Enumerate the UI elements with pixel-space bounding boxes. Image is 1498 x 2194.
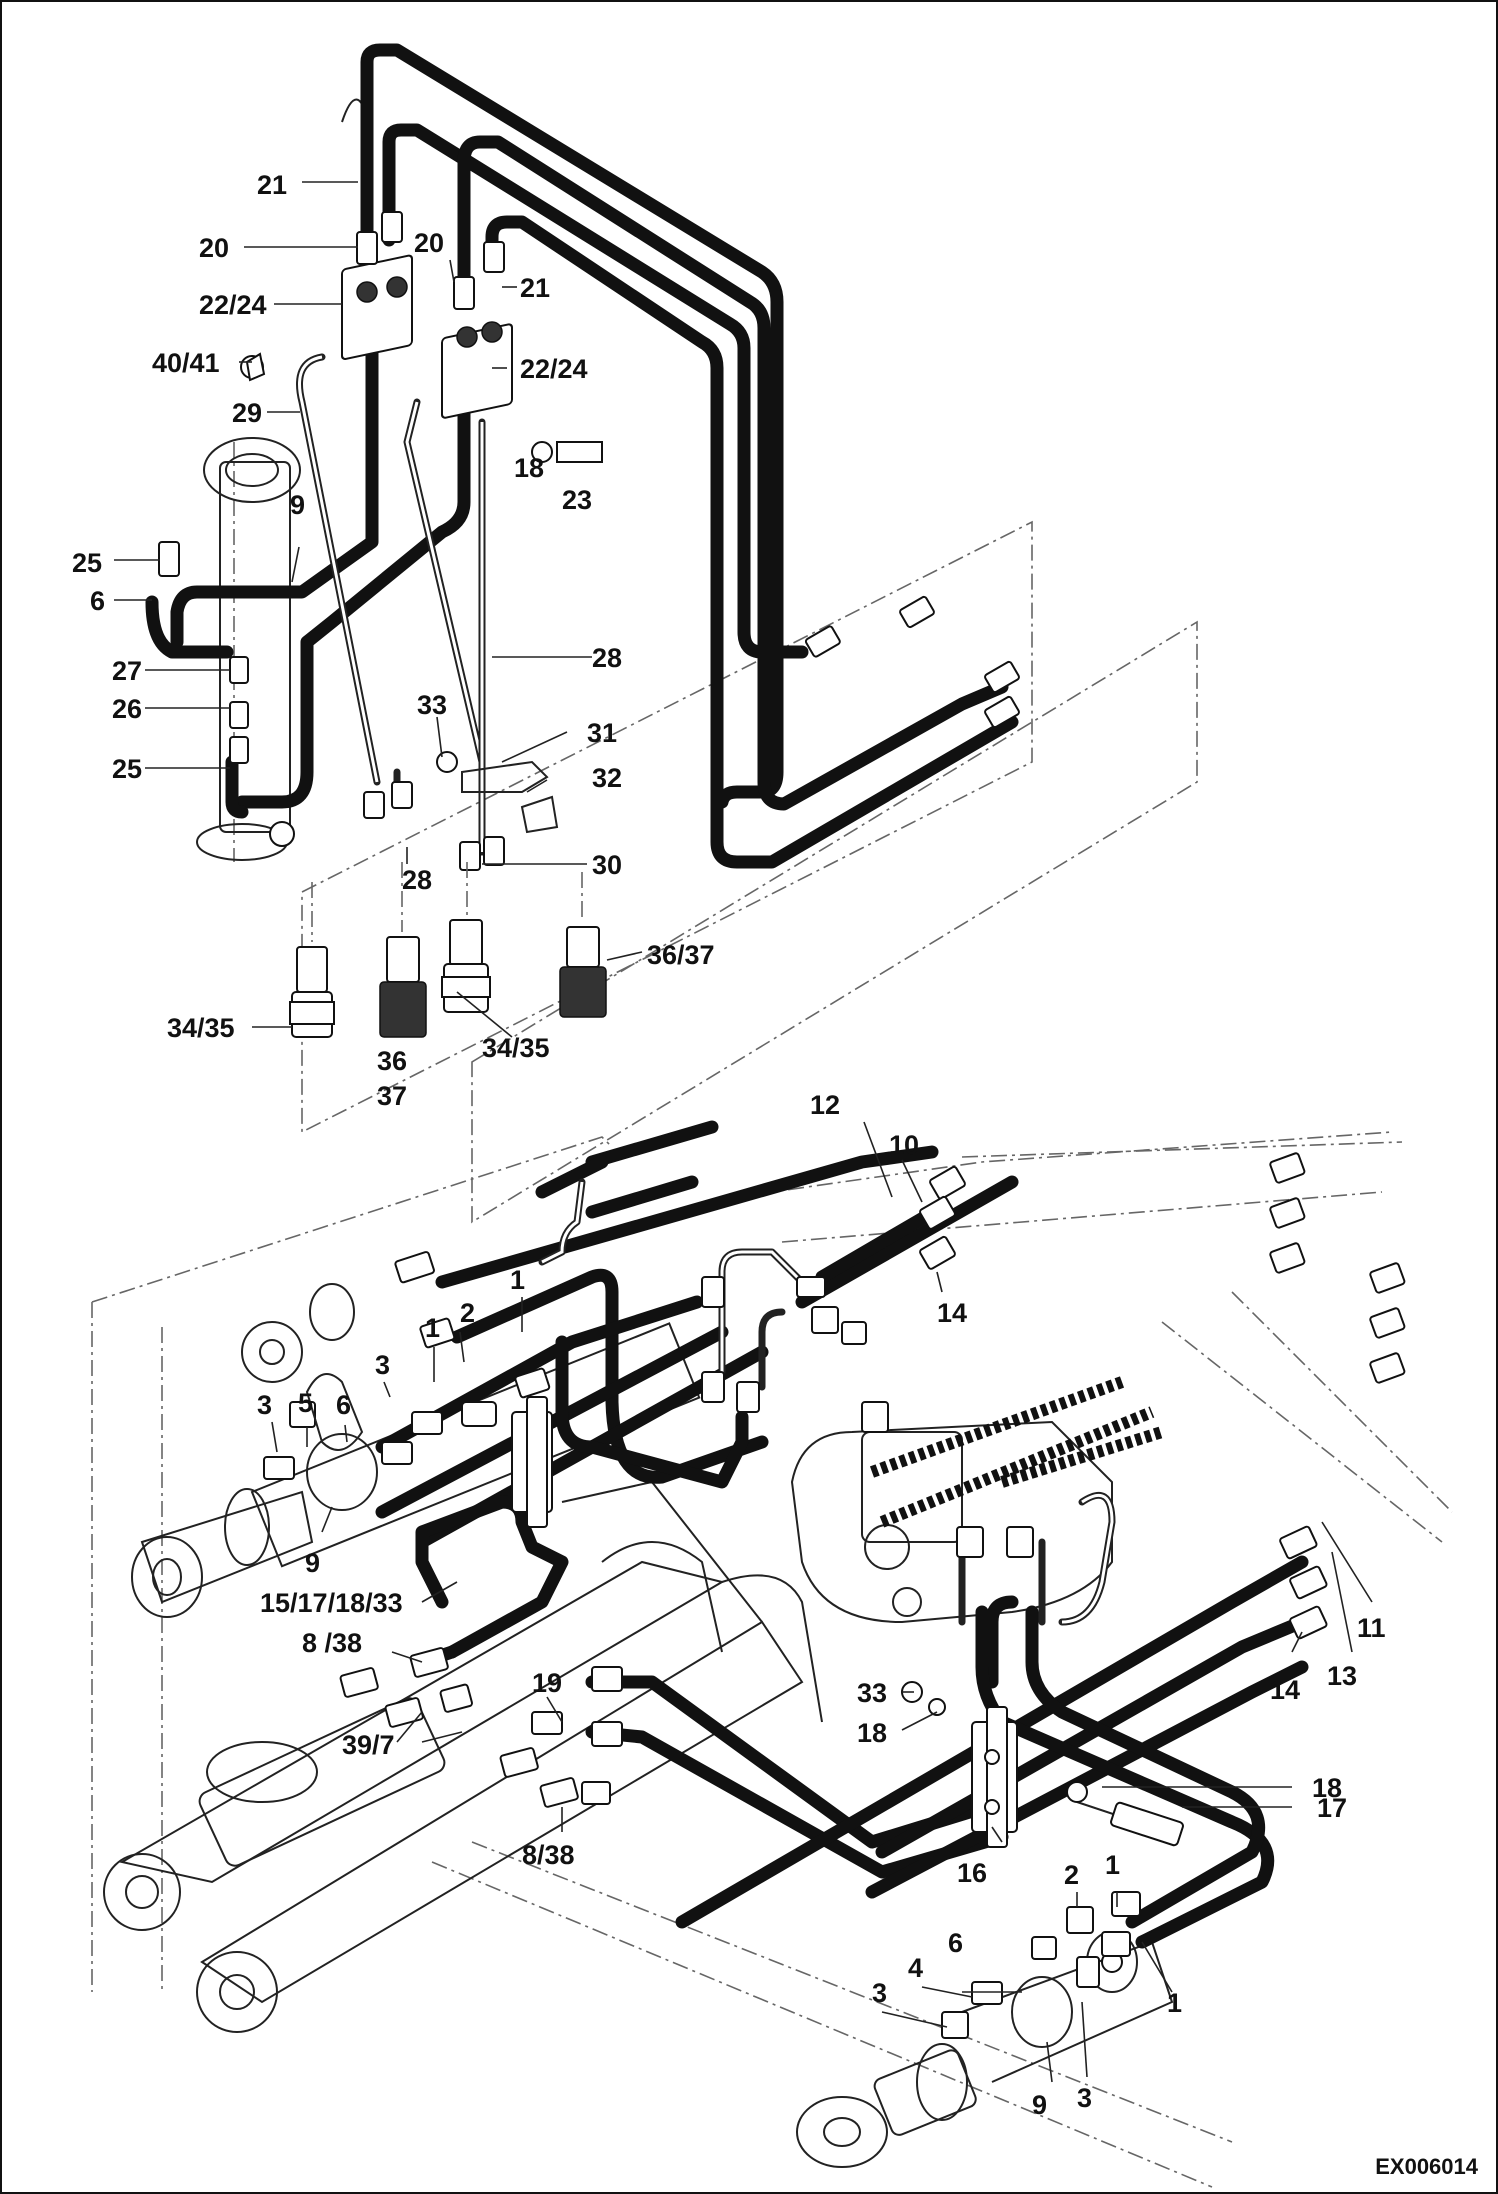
callout: 3 bbox=[1077, 2083, 1092, 2113]
phantom-outline bbox=[471, 620, 1198, 1224]
callout: 18 bbox=[514, 453, 544, 483]
callout: 28 bbox=[402, 865, 432, 895]
callout: 33 bbox=[857, 1678, 887, 1708]
callout: 13 bbox=[1327, 1661, 1357, 1691]
callout: 29 bbox=[232, 398, 262, 428]
callout: 40/41 bbox=[152, 348, 220, 378]
callout: 23 bbox=[562, 485, 592, 515]
phantom-outline bbox=[301, 520, 1033, 1134]
callout: 21 bbox=[520, 273, 550, 303]
main-hoses bbox=[145, 43, 1019, 869]
braided-hoses bbox=[869, 1376, 1164, 1528]
callout: 9 bbox=[1032, 2090, 1047, 2120]
callout: 25 bbox=[112, 754, 142, 784]
leader-lines bbox=[114, 181, 1373, 2083]
callout: 14 bbox=[937, 1298, 967, 1328]
callout: 34/35 bbox=[167, 1013, 235, 1043]
callout: 27 bbox=[112, 656, 142, 686]
callout: 2 bbox=[1064, 1860, 1079, 1890]
right-cylinder bbox=[796, 1931, 1174, 2168]
callout: 33 bbox=[417, 690, 447, 720]
callout: 15/17/18/33 bbox=[260, 1588, 403, 1618]
callout: 26 bbox=[112, 694, 142, 724]
callout: 18 bbox=[857, 1718, 887, 1748]
callout: 18 bbox=[1312, 1773, 1342, 1803]
callout: 22/24 bbox=[199, 290, 267, 320]
bottom-hoses bbox=[375, 1120, 1309, 1949]
callout: 19 bbox=[532, 1668, 562, 1698]
callout: 28 bbox=[592, 643, 622, 673]
callout: 30 bbox=[592, 850, 622, 880]
callout: 36 bbox=[377, 1046, 407, 1076]
callout: 4 bbox=[908, 1953, 923, 1983]
callout: 6 bbox=[948, 1928, 963, 1958]
callouts-bottom: 12 10 14 1 2 1 3 5 6 3 9 15/17/18/33 8 /… bbox=[257, 1090, 1386, 2120]
valve-blocks bbox=[341, 254, 513, 419]
callout: 1 bbox=[1167, 1988, 1182, 2018]
callout: 3 bbox=[375, 1350, 390, 1380]
top-assembly bbox=[145, 43, 1198, 1224]
callout: 16 bbox=[957, 1858, 987, 1888]
boom-arms bbox=[103, 1480, 823, 2033]
callouts-top: 21 20 22/24 40/41 29 9 25 6 27 26 25 20 … bbox=[72, 170, 715, 1111]
callout: 6 bbox=[336, 1390, 351, 1420]
callout: 22/24 bbox=[520, 354, 588, 384]
callout: 37 bbox=[377, 1081, 407, 1111]
callout: 3 bbox=[872, 1978, 887, 2008]
callout: 2 bbox=[460, 1298, 475, 1328]
callout: 36/37 bbox=[647, 940, 715, 970]
callout: 9 bbox=[305, 1548, 320, 1578]
bottom-assembly bbox=[91, 1120, 1453, 2188]
bottom-fittings bbox=[263, 1152, 1406, 2048]
callout: 21 bbox=[257, 170, 287, 200]
callout: 17 bbox=[1317, 1793, 1347, 1823]
callout: 1 bbox=[510, 1265, 525, 1295]
callout: 25 bbox=[72, 548, 102, 578]
callout: 20 bbox=[199, 233, 229, 263]
callout: 32 bbox=[592, 763, 622, 793]
callout: 20 bbox=[414, 228, 444, 258]
boom-cylinder bbox=[196, 98, 368, 861]
callout: 34/35 bbox=[482, 1033, 550, 1063]
callout: 8 /38 bbox=[302, 1628, 362, 1658]
hose-fittings bbox=[158, 211, 1020, 871]
callout: 1 bbox=[425, 1313, 440, 1343]
callout: 10 bbox=[889, 1130, 919, 1160]
callout: 1 bbox=[1105, 1850, 1120, 1880]
callout: 9 bbox=[290, 490, 305, 520]
drawing-code: EX006014 bbox=[1375, 2154, 1478, 2179]
callout: 6 bbox=[90, 586, 105, 616]
callout: 5 bbox=[298, 1388, 313, 1418]
callout: 39/7 bbox=[342, 1730, 395, 1760]
callout: 3 bbox=[257, 1390, 272, 1420]
callout: 8/38 bbox=[522, 1840, 575, 1870]
callout: 11 bbox=[1357, 1613, 1386, 1643]
callout: 31 bbox=[587, 718, 617, 748]
callout: 12 bbox=[810, 1090, 840, 1120]
steel-lines bbox=[296, 353, 486, 856]
hose-clamps bbox=[511, 1396, 1018, 1848]
quick-couplers bbox=[289, 862, 607, 1038]
callout: 14 bbox=[1270, 1675, 1300, 1705]
phantom-outline bbox=[91, 1136, 1403, 2188]
